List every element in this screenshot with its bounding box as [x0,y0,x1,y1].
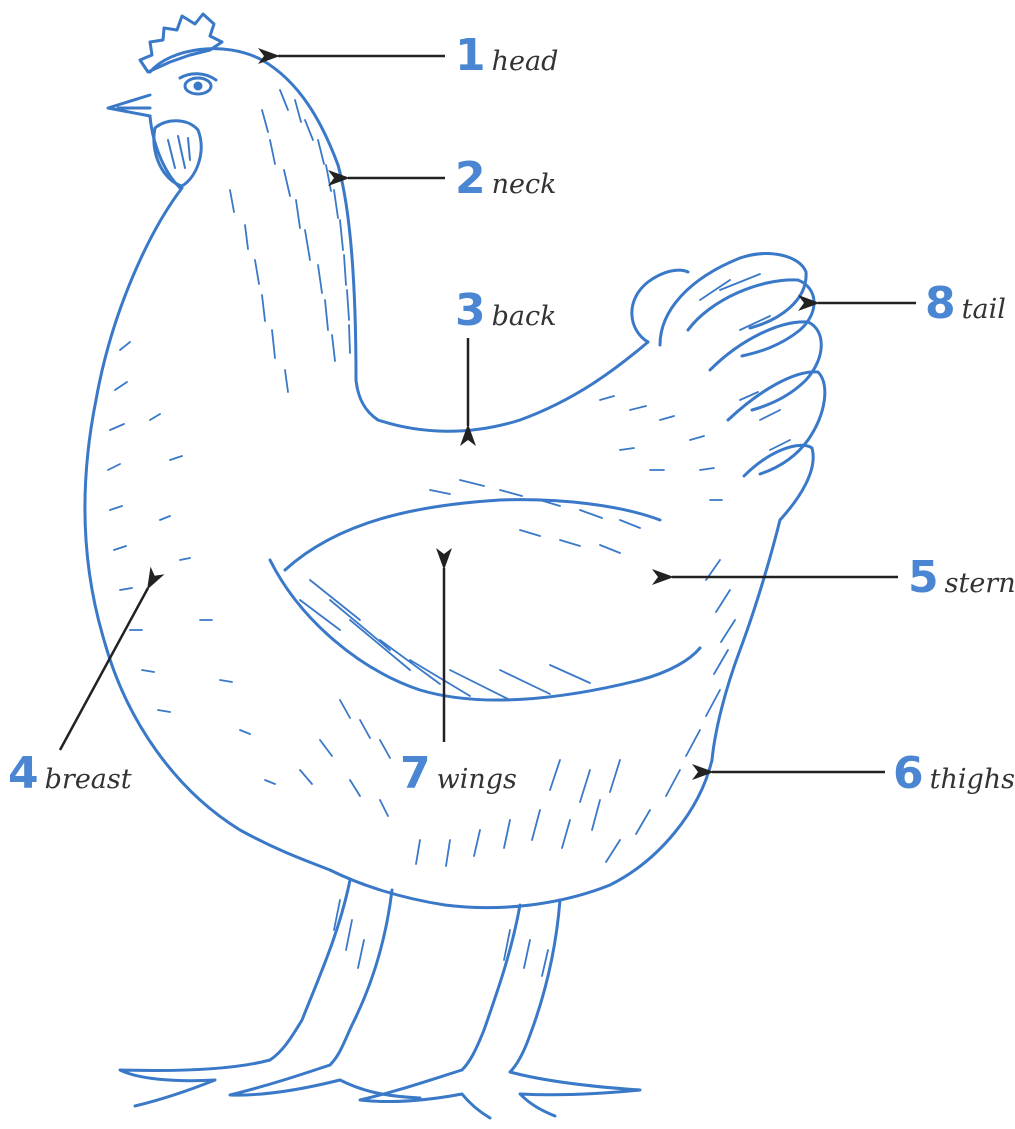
right-foot [360,1070,640,1118]
wattle [154,121,201,186]
label-number-head: 1 [455,30,486,81]
label-text-breast: breast [45,764,132,795]
label-number-thighs: 6 [893,748,924,799]
left-leg [270,880,392,1065]
label-number-breast: 4 [8,748,39,799]
label-number-stern: 5 [908,552,939,603]
wing [270,560,700,700]
label-number-neck: 2 [455,153,486,204]
label-text-tail: tail [962,294,1006,325]
label-number-back: 3 [455,285,486,336]
comb [140,14,222,72]
underbody [330,760,712,908]
head-outline [150,49,338,165]
label-text-thighs: thighs [930,764,1015,795]
label-number-wings: 7 [400,748,431,799]
callout-arrows [60,56,916,772]
tail-feathers [632,254,825,520]
arrow-breast [60,588,148,750]
right-leg [462,900,560,1072]
beak [108,95,150,116]
label-text-stern: stern [945,568,1015,599]
feather-hatching [108,90,790,976]
label-number-tail: 8 [925,278,956,329]
back-outline [378,342,648,431]
neck-back [338,165,378,420]
label-text-neck: neck [492,169,557,200]
label-text-back: back [492,301,557,332]
label-text-head: head [492,46,559,77]
label-text-wings: wings [437,764,517,795]
left-foot [120,1060,420,1106]
